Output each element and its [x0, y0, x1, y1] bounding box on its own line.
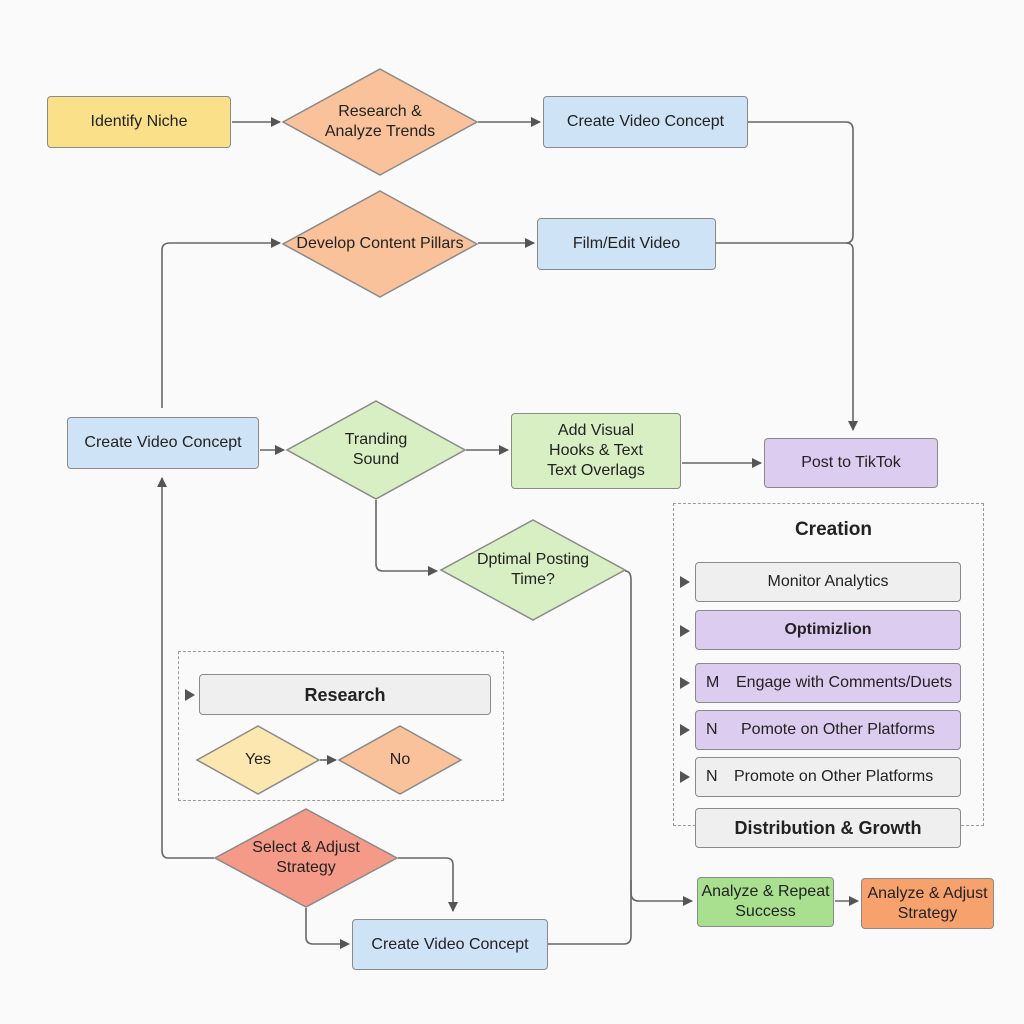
node-add-visual-hooks[interactable]: Add Visual Hooks & Text Text Overlags — [511, 413, 681, 489]
item-label: Pomote on Other Platforms — [741, 721, 935, 738]
play-arrow-icon — [680, 625, 690, 637]
edge-select-down — [305, 908, 350, 949]
node-create-video-concept-middle[interactable]: Create Video Concept — [67, 417, 259, 469]
distribution-growth-footer[interactable]: Distribution & Growth — [695, 808, 961, 848]
play-arrow-icon — [680, 724, 690, 736]
decision-yes[interactable]: Yes — [195, 725, 321, 795]
play-arrow-icon — [680, 677, 690, 689]
decision-content-pillars[interactable]: Develop Content Pillars — [281, 190, 479, 298]
diamond-shape — [281, 190, 479, 298]
diamond-shape — [281, 68, 479, 176]
edge-select-up — [157, 477, 214, 859]
diamond-shape — [285, 400, 467, 500]
decision-trending-sound[interactable]: Tranding Sound — [285, 400, 467, 500]
edge-select-concept3 — [398, 857, 458, 912]
creation-item-engage-comments[interactable]: M Engage with Comments/Duets — [695, 663, 961, 703]
node-create-video-concept-top[interactable]: Create Video Concept — [543, 96, 748, 148]
item-label: Promote on Other Platforms — [734, 768, 934, 785]
decision-label: Tranding Sound — [344, 431, 408, 468]
decision-label: Develop Content Pillars — [296, 235, 464, 252]
item-label: Monitor Analytics — [767, 573, 889, 590]
item-prefix: N — [706, 768, 718, 785]
research-header[interactable]: Research — [199, 674, 491, 715]
diamond-shape — [195, 725, 321, 795]
decision-no[interactable]: No — [337, 725, 463, 795]
decision-optimal-posting-time[interactable]: Dptimal Posting Time? — [439, 519, 627, 621]
edge-sound-optimal — [375, 500, 438, 576]
creation-item-pomote-platforms[interactable]: N Pomote on Other Platforms — [695, 710, 961, 750]
creation-item-optimization[interactable]: Optimizlion — [695, 610, 961, 650]
node-create-video-concept-bottom[interactable]: Create Video Concept — [352, 919, 548, 970]
node-post-to-tiktok[interactable]: Post to TikTok — [764, 438, 938, 488]
node-film-edit-video[interactable]: Film/Edit Video — [537, 218, 716, 270]
node-identify-niche[interactable]: Identify Niche — [47, 96, 231, 148]
item-prefix: N — [706, 721, 718, 738]
node-analyze-repeat-success[interactable]: Analyze & Repeat Success — [697, 877, 834, 927]
item-label: Optimizlion — [784, 621, 872, 638]
edge-loop-pillars — [161, 238, 281, 408]
research-panel — [178, 651, 504, 801]
play-arrow-icon — [680, 771, 690, 783]
item-prefix: M — [706, 674, 720, 691]
play-arrow-icon — [680, 576, 690, 588]
diamond-shape — [337, 725, 463, 795]
decision-label: Yes — [244, 751, 272, 768]
item-label: Engage with Comments/Duets — [736, 674, 953, 691]
creation-title: Creation — [794, 519, 873, 540]
edge-concept3-right — [548, 880, 632, 945]
decision-select-adjust-strategy[interactable]: Select & Adjust Strategy — [213, 808, 399, 908]
decision-label: Select & Adjust Strategy — [252, 839, 360, 876]
decision-research-trends[interactable]: Research & Analyze Trends — [281, 68, 479, 176]
decision-label: Dptimal Posting Time? — [476, 551, 590, 588]
creation-item-monitor-analytics[interactable]: Monitor Analytics — [695, 562, 961, 602]
decision-label: No — [389, 751, 411, 768]
diamond-shape — [213, 808, 399, 908]
play-arrow-icon — [185, 689, 195, 701]
creation-item-promote-platforms[interactable]: N Promote on Other Platforms — [695, 757, 961, 797]
decision-label: Research & Analyze Trends — [324, 103, 436, 140]
node-analyze-adjust-strategy[interactable]: Analyze & Adjust Strategy — [861, 878, 994, 929]
diamond-shape — [439, 519, 627, 621]
edge-film-post — [845, 242, 858, 431]
